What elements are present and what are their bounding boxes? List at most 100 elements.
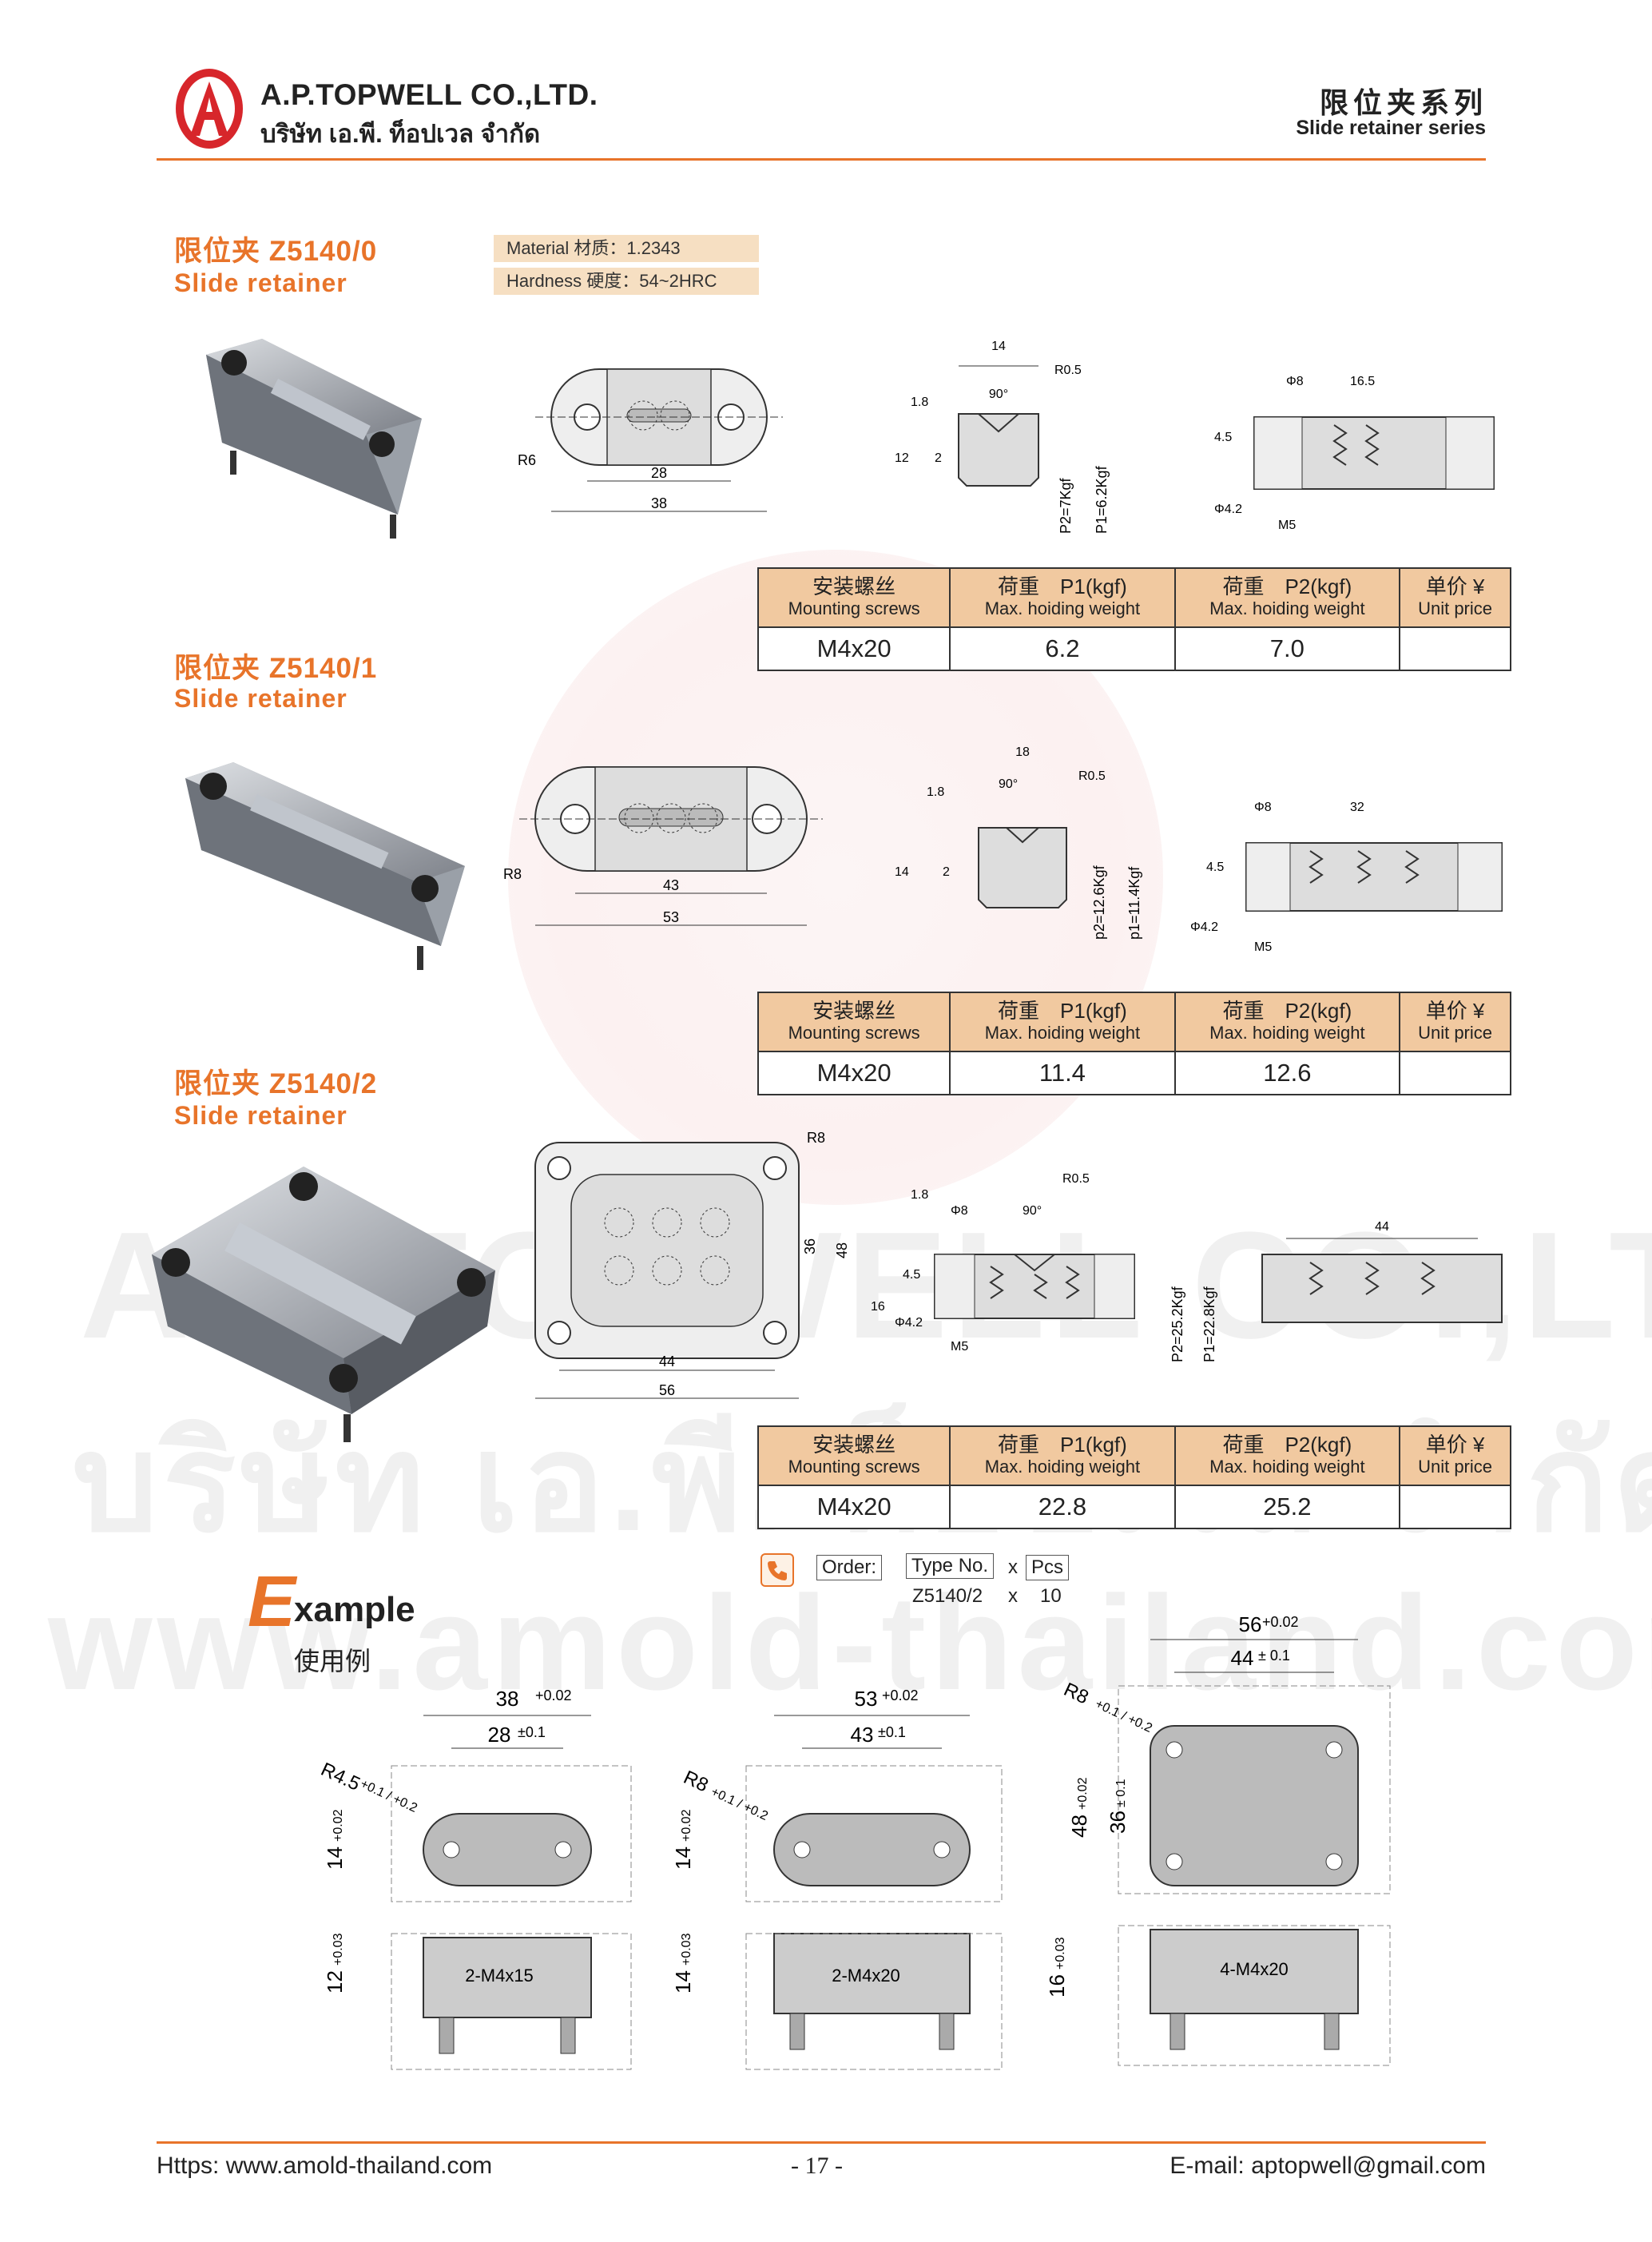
drawing-section-view-1: Φ8 32 4.5 Φ4.2 M5 <box>1190 801 1503 954</box>
order-label: Order: <box>816 1555 883 1580</box>
ex2-height2: 36 <box>1106 1811 1130 1834</box>
ex0-height-tol: +0.02 <box>332 1809 345 1842</box>
dim-m5-0: M5 <box>1278 519 1296 532</box>
ex1-depth: 14 <box>671 1970 695 1994</box>
watermark-website: www.amold-thailand.com <box>48 1568 1652 1718</box>
cell-screws-2: M4x20 <box>757 1485 951 1529</box>
dim-r-2: R8 <box>807 1130 825 1146</box>
ex2-screws: 4-M4x20 <box>1220 1959 1289 1979</box>
ex1-screws: 2-M4x20 <box>832 1966 900 1986</box>
table-row: M4x20 11.4 12.6 <box>757 1051 1511 1095</box>
ex0-inner-tol: ±0.1 <box>518 1724 546 1740</box>
dim-h-0: 12 <box>895 451 909 465</box>
drawing-side-view-2: Φ8 90° R0.5 1.8 16 4.5 Φ4.2 M5 P2=25.2Kg… <box>871 1172 1217 1362</box>
ex2-height: 48 <box>1067 1815 1091 1838</box>
ex2-outer: 56 <box>1239 1612 1262 1636</box>
dim-w1-2: 36 <box>802 1238 818 1254</box>
dim-d42-1: Φ4.2 <box>1190 920 1218 934</box>
dim-l2-1: 53 <box>663 909 679 925</box>
th-p1: 荷重 P1(kgf)Max. hoiding weight <box>949 567 1176 628</box>
dim-d8-2: Φ8 <box>951 1204 968 1218</box>
dim-l1-1: 43 <box>663 877 679 893</box>
dim-l1-0: 28 <box>651 465 667 481</box>
ex0-height: 14 <box>323 1846 347 1870</box>
dim-l2-0: 38 <box>651 495 667 511</box>
dim-p2-1: p2=12.6Kgf <box>1091 865 1107 940</box>
ex2-height-tol: +0.02 <box>1076 1777 1090 1810</box>
cell-p2-1: 12.6 <box>1173 1051 1401 1095</box>
dim-h45-1: 4.5 <box>1206 861 1224 874</box>
dim-len-1: 32 <box>1350 801 1364 814</box>
ex2-outer-tol: +0.02 <box>1262 1614 1299 1630</box>
dim-h45-0: 4.5 <box>1214 431 1232 444</box>
cell-price-0 <box>1399 626 1511 671</box>
dim-angle-0: 90° <box>989 388 1008 401</box>
footer-website-link[interactable]: Https: www.amold-thailand.com <box>157 2153 493 2179</box>
drawing-section-view-2: 44 <box>1261 1220 1503 1323</box>
ex0-depth: 12 <box>323 1970 347 1994</box>
table-row: M4x20 6.2 7.0 <box>757 626 1511 671</box>
th-price: 单价 ¥Unit price <box>1399 567 1511 628</box>
dim-r-1: R8 <box>503 866 522 882</box>
product-title-2: 限位夹 Z5140/2 <box>174 1068 378 1099</box>
dim-r05-2: R0.5 <box>1062 1172 1090 1186</box>
example-title-cn: 使用例 <box>294 1647 371 1676</box>
dim-h18-1: 1.8 <box>927 785 944 799</box>
ex2-inner: 44 <box>1231 1646 1254 1670</box>
ex1-height: 14 <box>671 1846 695 1870</box>
product-photo-1 <box>185 762 465 970</box>
hardness-tag: Hardness 硬度：54~2HRC <box>494 268 759 295</box>
dim-p1-0: P1=6.2Kgf <box>1094 465 1110 534</box>
phone-icon <box>760 1553 794 1587</box>
th-price: 单价 ¥Unit price <box>1399 992 1511 1052</box>
dim-w2-2: 48 <box>834 1242 850 1258</box>
dim-d42-0: Φ4.2 <box>1214 503 1242 516</box>
cell-screws-0: M4x20 <box>757 626 951 671</box>
dim-p2-2: P2=25.2Kgf <box>1170 1286 1185 1362</box>
th-price: 单价 ¥Unit price <box>1399 1425 1511 1486</box>
th-p1: 荷重 P1(kgf)Max. hoiding weight <box>949 992 1176 1052</box>
dim-d42-2: Φ4.2 <box>895 1316 923 1330</box>
cell-p2-0: 7.0 <box>1173 626 1401 671</box>
dim-d8-0: Φ8 <box>1286 375 1304 388</box>
order-example-x: x <box>1008 1585 1018 1607</box>
ex0-screws: 2-M4x15 <box>465 1966 534 1986</box>
th-p2: 荷重 P2(kgf)Max. hoiding weight <box>1173 992 1401 1052</box>
product-title-1: 限位夹 Z5140/1 <box>174 653 378 684</box>
example-drawing-2: 56 +0.02 44 ± 0.1 R8 +0.1 / +0.2 48 +0.0… <box>1045 1612 1391 2066</box>
drawing-top-view-1: 43 53 R8 <box>503 766 823 926</box>
company-logo-icon <box>176 69 243 149</box>
ex2-height2-tol: ± 0.1 <box>1114 1779 1128 1807</box>
dim-angle-2: 90° <box>1023 1204 1042 1218</box>
ex0-radius: R4.5 <box>317 1759 363 1795</box>
cell-p1-2: 22.8 <box>949 1485 1176 1529</box>
ex2-depth-tol: +0.03 <box>1054 1937 1067 1970</box>
dim-h2-0: 2 <box>935 451 942 465</box>
footer-email-link[interactable]: E-mail: aptopwell@gmail.com <box>1170 2153 1486 2179</box>
dim-m5-2: M5 <box>951 1340 968 1354</box>
ex1-inner-tol: ±0.1 <box>878 1724 906 1740</box>
company-name-th: บริษัท เอ.พี. ท็อปเวล จำกัด <box>260 120 541 148</box>
order-example-type: Z5140/2 <box>912 1585 983 1607</box>
ex2-inner-tol: ± 0.1 <box>1258 1648 1290 1664</box>
cell-price-2 <box>1399 1485 1511 1529</box>
drawing-top-view-2: 44 56 R8 36 48 <box>534 1130 850 1399</box>
example-title: xample <box>294 1590 415 1629</box>
product-subtitle-0: Slide retainer <box>174 268 347 297</box>
ex0-radius-tol: +0.1 / +0.2 <box>358 1777 419 1815</box>
ex1-inner: 43 <box>851 1723 874 1747</box>
type-no-label: Type No. <box>906 1553 995 1579</box>
product-subtitle-1: Slide retainer <box>174 684 347 713</box>
dim-h18-0: 1.8 <box>911 396 928 409</box>
th-p2: 荷重 P2(kgf)Max. hoiding weight <box>1173 1425 1401 1486</box>
ex0-outer-tol: +0.02 <box>535 1687 572 1703</box>
example-title-initial: E <box>248 1562 296 1642</box>
header-divider <box>157 158 1486 161</box>
ex1-outer-tol: +0.02 <box>882 1687 919 1703</box>
series-title-en: Slide retainer series <box>1296 117 1486 139</box>
ex0-outer: 38 <box>496 1687 519 1711</box>
